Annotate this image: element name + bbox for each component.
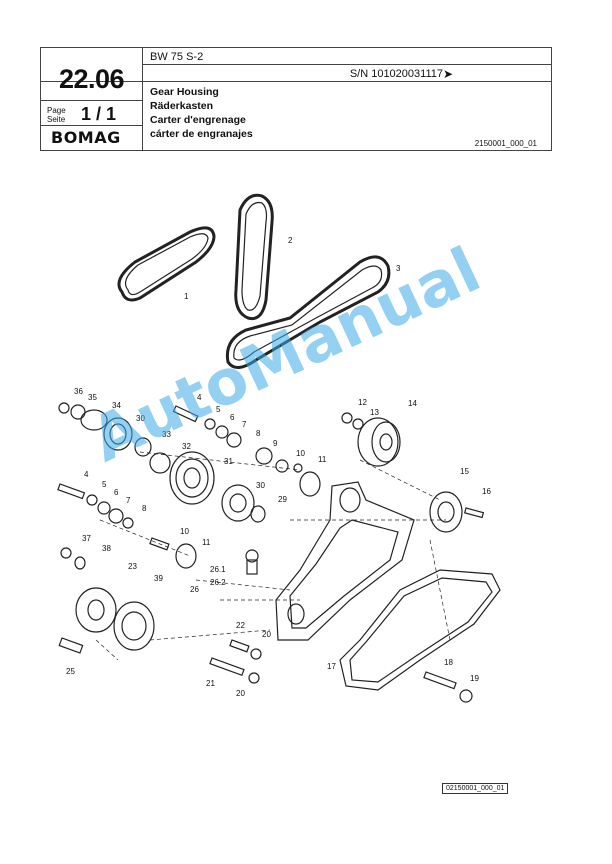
svg-text:21: 21: [206, 679, 215, 688]
svg-text:17: 17: [327, 662, 336, 671]
svg-text:8: 8: [256, 429, 261, 438]
svg-text:30: 30: [136, 414, 145, 423]
svg-text:22: 22: [236, 621, 245, 630]
bomag-logo: BOMAG: [51, 128, 121, 147]
lower-shaft-parts: [57, 483, 197, 654]
svg-text:10: 10: [296, 449, 305, 458]
figure-code: 02150001_000_01: [442, 783, 509, 794]
svg-text:5: 5: [102, 480, 107, 489]
leader-lines: [95, 451, 451, 661]
svg-text:33: 33: [162, 430, 171, 439]
page-value: 1 / 1: [81, 104, 117, 124]
svg-text:39: 39: [154, 574, 163, 583]
svg-text:20: 20: [236, 689, 245, 698]
belt-2: [234, 193, 274, 321]
title-en: Gear Housing: [150, 86, 219, 98]
belt-1: [117, 226, 216, 302]
svg-text:6: 6: [230, 413, 235, 422]
svg-text:14: 14: [408, 399, 417, 408]
svg-text:32: 32: [182, 442, 191, 451]
svg-text:31: 31: [224, 457, 233, 466]
arrow-right-icon: ➤: [442, 67, 453, 81]
section-number: 22.06: [58, 64, 125, 94]
svg-text:12: 12: [358, 398, 367, 407]
svg-text:35: 35: [88, 393, 97, 402]
svg-text:30: 30: [256, 481, 265, 490]
svg-text:15: 15: [460, 467, 469, 476]
housing-parts: [209, 412, 501, 703]
svg-text:2: 2: [288, 236, 293, 245]
svg-text:26.2: 26.2: [210, 578, 226, 587]
svg-text:23: 23: [128, 562, 137, 571]
svg-text:11: 11: [318, 455, 327, 464]
svg-text:3: 3: [396, 264, 401, 273]
title-fr: Carter d'engrenage: [150, 114, 246, 126]
svg-text:16: 16: [482, 487, 491, 496]
doc-code: 2150001_000_01: [474, 139, 537, 148]
belt-3: [225, 255, 391, 369]
svg-text:38: 38: [102, 544, 111, 553]
svg-text:7: 7: [242, 420, 247, 429]
svg-text:29: 29: [278, 495, 287, 504]
serial-number: S/N 101020031117: [349, 68, 443, 80]
svg-text:13: 13: [370, 408, 379, 417]
svg-text:18: 18: [444, 658, 453, 667]
svg-text:9: 9: [273, 439, 278, 448]
svg-text:5: 5: [216, 405, 221, 414]
svg-text:11: 11: [202, 538, 211, 547]
svg-text:25: 25: [66, 667, 75, 676]
svg-text:26: 26: [190, 585, 199, 594]
svg-text:37: 37: [82, 534, 91, 543]
svg-text:36: 36: [74, 387, 83, 396]
svg-text:34: 34: [112, 401, 121, 410]
svg-text:10: 10: [180, 527, 189, 536]
svg-text:4: 4: [84, 470, 89, 479]
title-de: Räderkasten: [150, 100, 214, 112]
model-name: BW 75 S-2: [150, 51, 204, 63]
svg-text:8: 8: [142, 504, 147, 513]
svg-text:19: 19: [470, 674, 479, 683]
svg-text:1: 1: [184, 292, 189, 301]
svg-text:4: 4: [197, 393, 202, 402]
title-es: cárter de engranajes: [150, 128, 253, 140]
upper-shaft-parts: [58, 402, 321, 523]
svg-text:6: 6: [114, 488, 119, 497]
svg-text:26.1: 26.1: [210, 565, 226, 574]
svg-text:7: 7: [126, 496, 131, 505]
svg-text:20: 20: [262, 630, 271, 639]
